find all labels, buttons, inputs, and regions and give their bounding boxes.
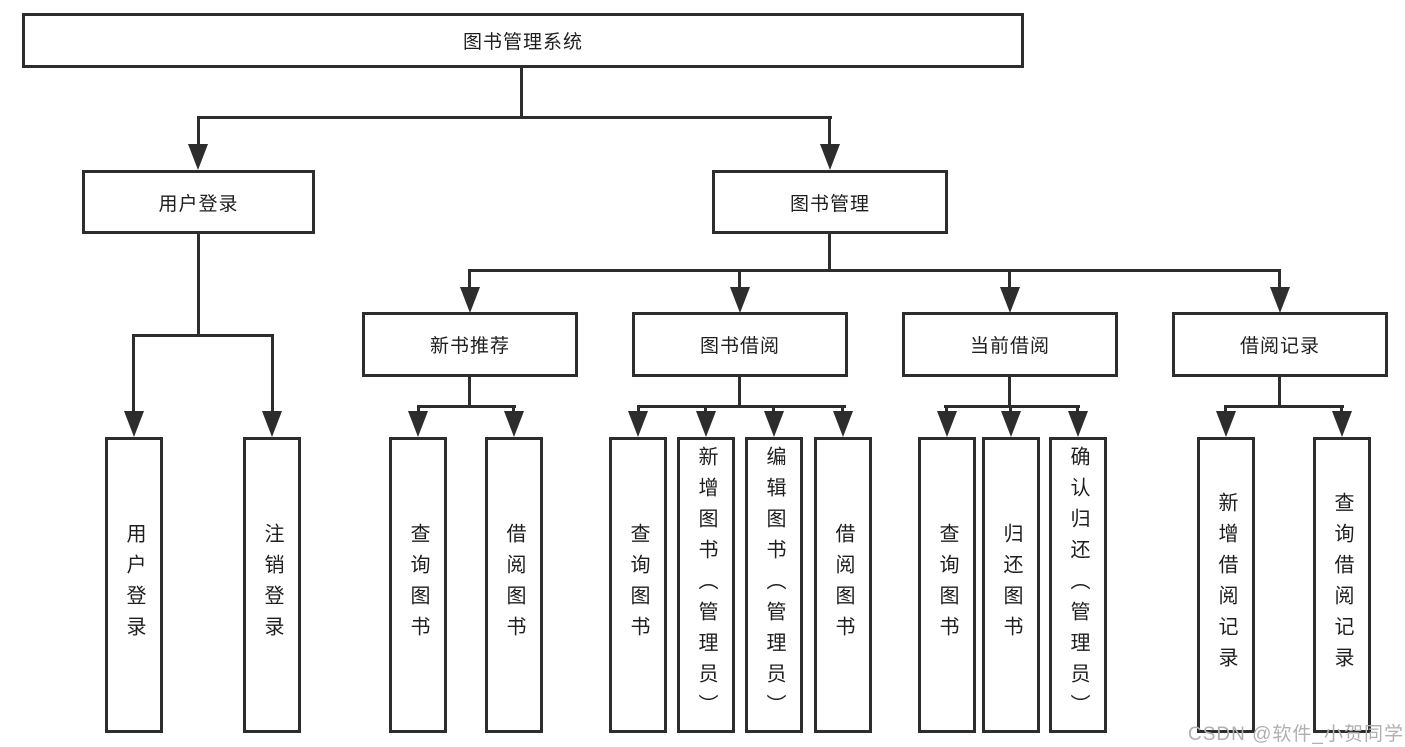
connector-line: [637, 405, 640, 414]
leaf-confirm-return-admin-label: 确认归还（管理员）: [1067, 445, 1089, 725]
leaf-query-books-borrowing: 查询图书: [609, 437, 667, 733]
connector-line: [1278, 377, 1281, 407]
connector-line: [468, 269, 471, 291]
connector-line: [1076, 405, 1079, 414]
node-library-system-label: 图书管理系统: [462, 32, 583, 53]
connector-line: [1009, 405, 1012, 414]
arrow-down-icon: [262, 411, 282, 437]
leaf-borrow-books-recommend: 借阅图书: [485, 437, 543, 733]
leaf-query-borrow-record: 查询借阅记录: [1313, 437, 1371, 733]
connector-line: [1224, 405, 1344, 408]
connector-line: [132, 334, 135, 414]
connector-line: [1340, 405, 1343, 414]
node-library-system: 图书管理系统: [22, 13, 1024, 68]
arrow-down-icon: [764, 411, 784, 437]
connector-line: [197, 116, 200, 148]
node-new-book-recommend-label: 新书推荐: [429, 336, 510, 357]
leaf-borrow-books-borrowing-label: 借阅图书: [832, 523, 854, 647]
connector-line: [637, 405, 846, 408]
arrow-down-icon: [1332, 411, 1352, 437]
arrow-down-icon: [1001, 411, 1021, 437]
connector-line: [944, 405, 1080, 408]
connector-line: [1008, 377, 1011, 407]
arrow-down-icon: [188, 144, 208, 170]
connector-line: [468, 269, 1281, 272]
arrow-down-icon: [1000, 287, 1020, 313]
arrow-down-icon: [820, 144, 840, 170]
node-book-borrowing: 图书借阅: [632, 312, 848, 377]
arrow-down-icon: [628, 411, 648, 437]
arrow-down-icon: [833, 411, 853, 437]
node-current-borrowing-label: 当前借阅: [969, 336, 1050, 357]
leaf-query-borrow-record-label: 查询借阅记录: [1331, 492, 1353, 678]
connector-line: [197, 116, 832, 119]
arrow-down-icon: [730, 287, 750, 313]
arrow-down-icon: [460, 287, 480, 313]
node-book-borrowing-label: 图书借阅: [699, 336, 780, 357]
connector-line: [132, 334, 274, 337]
connector-line: [417, 405, 516, 408]
leaf-query-books-recommend-label: 查询图书: [407, 523, 429, 647]
leaf-query-books-recommend: 查询图书: [389, 437, 447, 733]
connector-line: [1278, 269, 1281, 291]
leaf-user-login: 用户登录: [105, 437, 163, 733]
leaf-return-books: 归还图书: [982, 437, 1040, 733]
connector-line: [945, 405, 948, 414]
leaf-add-borrow-record: 新增借阅记录: [1197, 437, 1255, 733]
connector-line: [772, 405, 775, 414]
leaf-add-books-admin: 新增图书（管理员）: [677, 437, 735, 733]
leaf-return-books-label: 归还图书: [1000, 523, 1022, 647]
leaf-query-books-current-label: 查询图书: [936, 523, 958, 647]
arrow-down-icon: [1216, 411, 1236, 437]
leaf-add-borrow-record-label: 新增借阅记录: [1215, 492, 1237, 678]
node-new-book-recommend: 新书推荐: [362, 312, 578, 377]
arrow-down-icon: [124, 411, 144, 437]
connector-line: [520, 68, 523, 119]
leaf-borrow-books-borrowing: 借阅图书: [814, 437, 872, 733]
connector-line: [841, 405, 844, 414]
node-book-management-label: 图书管理: [789, 193, 870, 215]
leaf-logout: 注销登录: [243, 437, 301, 733]
connector-line: [738, 377, 741, 407]
leaf-edit-books-admin-label: 编辑图书（管理员）: [763, 445, 785, 725]
connector-line: [704, 405, 707, 414]
node-user-login-label: 用户登录: [158, 193, 239, 215]
node-borrowing-records-label: 借阅记录: [1239, 336, 1320, 357]
connector-line: [512, 405, 515, 414]
connector-line: [828, 116, 831, 148]
arrow-down-icon: [937, 411, 957, 437]
leaf-add-books-admin-label: 新增图书（管理员）: [695, 445, 717, 725]
leaf-query-books-current: 查询图书: [918, 437, 976, 733]
arrow-down-icon: [504, 411, 524, 437]
connector-line: [417, 405, 420, 414]
connector-line: [1008, 269, 1011, 291]
node-borrowing-records: 借阅记录: [1172, 312, 1388, 377]
connector-line: [1224, 405, 1227, 414]
csdn-watermark: CSDN @软件_小贺同学: [1188, 724, 1404, 745]
leaf-edit-books-admin: 编辑图书（管理员）: [745, 437, 803, 733]
leaf-confirm-return-admin: 确认归还（管理员）: [1049, 437, 1107, 733]
connector-line: [468, 377, 471, 407]
leaf-borrow-books-recommend-label: 借阅图书: [503, 523, 525, 647]
leaf-query-books-borrowing-label: 查询图书: [627, 523, 649, 647]
node-user-login: 用户登录: [82, 170, 315, 234]
arrow-down-icon: [696, 411, 716, 437]
node-current-borrowing: 当前借阅: [902, 312, 1118, 377]
leaf-user-login-label: 用户登录: [123, 523, 145, 647]
arrow-down-icon: [408, 411, 428, 437]
connector-line: [828, 234, 831, 271]
arrow-down-icon: [1068, 411, 1088, 437]
node-book-management: 图书管理: [712, 170, 948, 234]
connector-line: [197, 234, 200, 336]
arrow-down-icon: [1270, 287, 1290, 313]
connector-line: [738, 269, 741, 291]
leaf-logout-label: 注销登录: [261, 523, 283, 647]
connector-line: [271, 334, 274, 414]
